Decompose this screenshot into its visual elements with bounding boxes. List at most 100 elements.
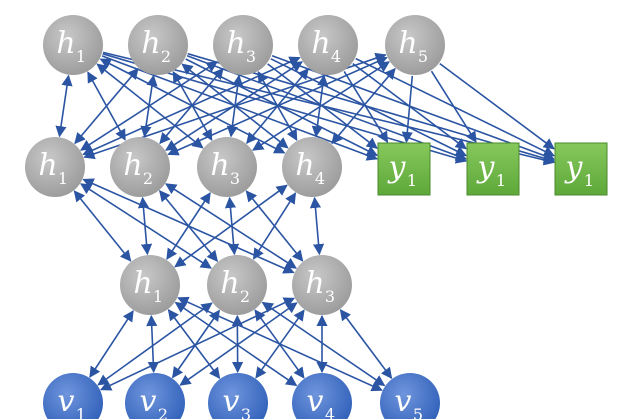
visible-unit-circle bbox=[380, 373, 440, 419]
node-symbol: v bbox=[395, 384, 412, 419]
node-subscript: 3 bbox=[246, 47, 256, 66]
node-symbol: v bbox=[140, 384, 157, 419]
node-subscript: 1 bbox=[153, 287, 163, 306]
node-symbol: h bbox=[210, 148, 229, 183]
edge-visible-5-to-lower-hidden-3 bbox=[339, 309, 393, 379]
node-subscript: 3 bbox=[230, 169, 240, 188]
edge-lower-hidden-3-to-upper-hidden-1 bbox=[82, 178, 295, 274]
hidden-unit-circle bbox=[213, 15, 273, 75]
node-symbol: h bbox=[141, 26, 160, 61]
node-symbol: y bbox=[387, 150, 407, 185]
node-subscript: 1 bbox=[76, 47, 86, 66]
node-symbol: h bbox=[226, 26, 245, 61]
node-symbol: h bbox=[56, 26, 75, 61]
node-symbol: v bbox=[223, 384, 240, 419]
edge-top-hidden-4-to-outputs-1 bbox=[343, 70, 389, 143]
node-subscript: 2 bbox=[158, 405, 168, 419]
hidden-unit-circle bbox=[120, 255, 180, 315]
node-symbol: y bbox=[476, 150, 496, 185]
edge-top-hidden-3-to-outputs-2 bbox=[270, 58, 468, 157]
edge-lower-hidden-3-to-upper-hidden-4 bbox=[309, 196, 325, 256]
edge-top-hidden-5-to-outputs-2 bbox=[430, 70, 477, 143]
node-symbol: h bbox=[295, 148, 314, 183]
edge-visible-1-to-lower-hidden-3 bbox=[99, 297, 296, 391]
node-symbol: h bbox=[38, 148, 57, 183]
node-subscript: 3 bbox=[241, 405, 251, 419]
node-symbol: y bbox=[564, 150, 584, 185]
edge-top-hidden-5-to-outputs-1 bbox=[401, 75, 414, 144]
edge-visible-2-to-lower-hidden-1 bbox=[146, 314, 159, 374]
node-subscript: 1 bbox=[584, 171, 594, 190]
visible-unit-circle bbox=[43, 373, 103, 419]
output-square bbox=[377, 142, 431, 196]
hidden-unit-circle bbox=[298, 15, 358, 75]
node-subscript: 1 bbox=[496, 171, 506, 190]
node-subscript: 5 bbox=[413, 405, 423, 419]
node-subscript: 1 bbox=[58, 169, 68, 188]
edges-layer bbox=[55, 51, 556, 392]
edge-visible-5-to-lower-hidden-1 bbox=[177, 296, 383, 392]
node-symbol: h bbox=[311, 26, 330, 61]
node-subscript: 2 bbox=[161, 47, 171, 66]
visible-unit-circle bbox=[125, 373, 185, 419]
node-subscript: 1 bbox=[76, 405, 86, 419]
edge-top-hidden-5-to-outputs-3 bbox=[439, 62, 555, 150]
visible-unit-circle bbox=[208, 373, 268, 419]
output-square bbox=[466, 142, 520, 196]
edge-lower-hidden-1-to-upper-hidden-1 bbox=[73, 190, 132, 262]
node-symbol: v bbox=[307, 384, 324, 419]
node-symbol: h bbox=[220, 266, 239, 301]
hidden-unit-circle bbox=[25, 137, 85, 197]
hidden-unit-circle bbox=[385, 15, 445, 75]
node-subscript: 4 bbox=[325, 405, 335, 419]
hidden-unit-circle bbox=[197, 137, 257, 197]
node-subscript: 4 bbox=[331, 47, 341, 66]
output-square bbox=[554, 142, 608, 196]
node-subscript: 2 bbox=[240, 287, 250, 306]
node-subscript: 5 bbox=[418, 47, 428, 66]
edge-lower-hidden-3-to-upper-hidden-3 bbox=[245, 190, 304, 262]
hidden-unit-circle bbox=[43, 15, 103, 75]
node-symbol: h bbox=[123, 148, 142, 183]
node-symbol: h bbox=[133, 266, 152, 301]
hidden-unit-circle bbox=[282, 137, 342, 197]
edge-upper-hidden-1-to-top-hidden-1 bbox=[55, 74, 73, 138]
edge-visible-1-to-lower-hidden-1 bbox=[89, 310, 134, 378]
node-symbol: v bbox=[58, 384, 75, 419]
node-subscript: 3 bbox=[325, 287, 335, 306]
node-subscript: 2 bbox=[143, 169, 153, 188]
node-subscript: 4 bbox=[315, 169, 325, 188]
hidden-unit-circle bbox=[207, 255, 267, 315]
node-symbol: h bbox=[305, 266, 324, 301]
edge-top-hidden-2-to-outputs-1 bbox=[185, 58, 379, 157]
hidden-unit-circle bbox=[128, 15, 188, 75]
edge-top-hidden-3-to-outputs-1 bbox=[267, 63, 378, 149]
visible-unit-circle bbox=[292, 373, 352, 419]
node-symbol: h bbox=[398, 26, 417, 61]
hidden-unit-circle bbox=[292, 255, 352, 315]
hidden-unit-circle bbox=[110, 137, 170, 197]
node-subscript: 1 bbox=[407, 171, 417, 190]
